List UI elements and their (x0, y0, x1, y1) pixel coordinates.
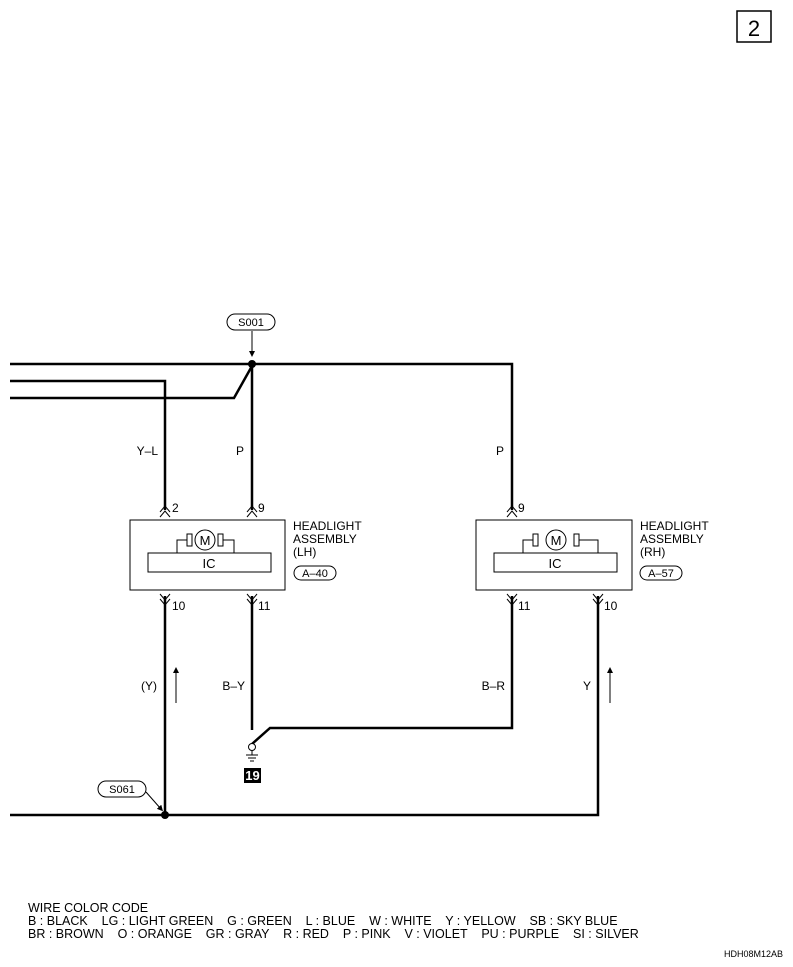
lh-pin-10: 10 (172, 599, 186, 613)
rh-ic-box (493, 552, 618, 573)
rh-title-1: HEADLIGHT (640, 519, 709, 533)
rh-connector-marks (506, 505, 604, 606)
wire-top-bus (10, 362, 514, 510)
rh-connector-id: A–57 (648, 568, 674, 580)
rh-pin-10: 10 (604, 599, 618, 613)
splice-s061-label: S061 (109, 784, 135, 796)
rh-motor-icon (545, 529, 567, 551)
rh-title-2: ASSEMBLY (640, 532, 704, 546)
wire-bottom-bus (10, 596, 600, 817)
wire-label-y: Y (583, 679, 591, 693)
wire-label-p-right: P (496, 444, 504, 458)
wire-b-r (251, 596, 514, 745)
lh-connector-marks (159, 505, 258, 606)
wire-label-yl: Y–L (137, 444, 159, 458)
lh-title-2: ASSEMBLY (293, 532, 357, 546)
lh-pin-2: 2 (172, 501, 179, 515)
lh-title-3: (LH) (293, 545, 316, 559)
rh-connector-badge (639, 565, 683, 581)
ground-number: 19 (245, 768, 259, 783)
lh-pin-9: 9 (258, 501, 265, 515)
rh-motor-label: M (551, 533, 562, 548)
reference-code: HDH08M12AB (723, 949, 783, 959)
legend-line-2: BR : BROWN O : ORANGE GR : GRAY R : RED … (28, 927, 639, 941)
wire-label-b-r: B–R (482, 679, 506, 693)
wire-third (10, 365, 254, 400)
legend-line-1: B : BLACK LG : LIGHT GREEN G : GREEN L :… (28, 914, 618, 928)
rh-pin-11: 11 (518, 599, 531, 613)
lh-motor-label: M (200, 533, 211, 548)
wire-harness (10, 362, 600, 817)
wire-y-l (10, 379, 167, 510)
page-number-box (736, 10, 772, 43)
lh-headlight-assembly: M IC HEADLIGHT ASSEMBLY (LH) A–40 (129, 519, 362, 591)
wire-label-b-y: B–Y (222, 679, 245, 693)
legend-title: WIRE COLOR CODE (28, 901, 149, 915)
lh-ic-box (147, 552, 272, 573)
rh-ic-label: IC (549, 556, 562, 571)
rh-headlight-assembly: M IC HEADLIGHT ASSEMBLY (RH) A–57 (475, 519, 709, 591)
lh-pin-11: 11 (258, 599, 271, 613)
splice-s061-pointer (145, 791, 163, 812)
ground-symbol (246, 743, 258, 762)
splice-dot-s061 (161, 811, 169, 819)
wire-label-y-paren: (Y) (141, 679, 157, 693)
splice-s001-label: S001 (238, 317, 264, 329)
lh-connector-id: A–40 (302, 568, 328, 580)
lh-motor-icon (194, 529, 216, 551)
ground-number-badge (244, 768, 261, 783)
wire-label-p-left: P (236, 444, 244, 458)
rh-title-3: (RH) (640, 545, 665, 559)
splice-s001-badge (226, 313, 276, 331)
splice-s061-badge (97, 780, 147, 798)
splice-dot-s001 (248, 360, 256, 368)
lh-connector-badge (293, 565, 337, 581)
lh-ic-label: IC (203, 556, 216, 571)
lh-title-1: HEADLIGHT (293, 519, 362, 533)
rh-pin-9: 9 (518, 501, 525, 515)
page-number: 2 (748, 16, 760, 41)
